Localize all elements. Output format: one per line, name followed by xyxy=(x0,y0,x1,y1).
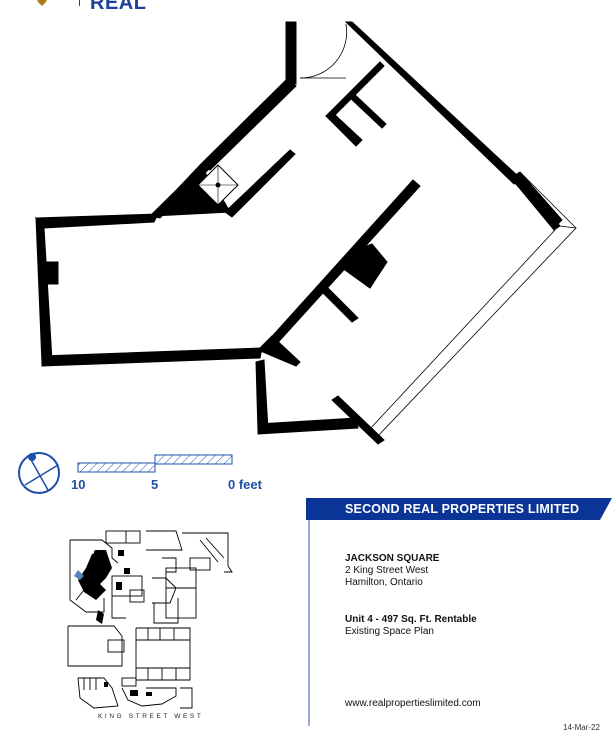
plan-type: Existing Space Plan xyxy=(345,626,434,637)
key-plan xyxy=(67,530,233,709)
unit-info: Unit 4 - 497 Sq. Ft. Rentable Existing S… xyxy=(345,614,477,638)
scale-bar xyxy=(77,454,233,473)
walls xyxy=(34,21,563,445)
logo-text: REAL xyxy=(90,0,147,14)
plan-date: 14-Mar-22 xyxy=(563,723,600,732)
floor-plan xyxy=(18,21,577,494)
floor-drain-icon xyxy=(197,164,239,206)
address-line-1: 2 King Street West xyxy=(345,565,429,576)
crown-logo-icon xyxy=(36,0,48,6)
logo-divider xyxy=(79,0,80,6)
scale-label-0: 0 feet xyxy=(228,477,262,492)
company-name: SECOND REAL PROPERTIES LIMITED xyxy=(345,502,580,516)
scale-label-5: 5 xyxy=(151,477,159,492)
door-swing xyxy=(299,23,348,79)
website-link[interactable]: www.realpropertieslimited.com xyxy=(345,698,481,709)
company-banner xyxy=(306,498,612,520)
property-info: JACKSON SQUARE 2 King Street West Hamilt… xyxy=(345,553,439,589)
property-name: JACKSON SQUARE xyxy=(345,553,440,564)
compass-north-icon xyxy=(18,452,60,494)
storefront-window xyxy=(368,171,577,439)
unit-line: Unit 4 - 497 Sq. Ft. Rentable xyxy=(345,614,477,625)
unit-location-highlight xyxy=(74,570,84,580)
title-block-divider xyxy=(308,520,310,726)
scale-label-10: 10 xyxy=(71,477,86,492)
company-logo xyxy=(28,0,148,10)
address-line-2: Hamilton, Ontario xyxy=(345,577,423,588)
street-label: KING STREET WEST xyxy=(98,713,204,720)
